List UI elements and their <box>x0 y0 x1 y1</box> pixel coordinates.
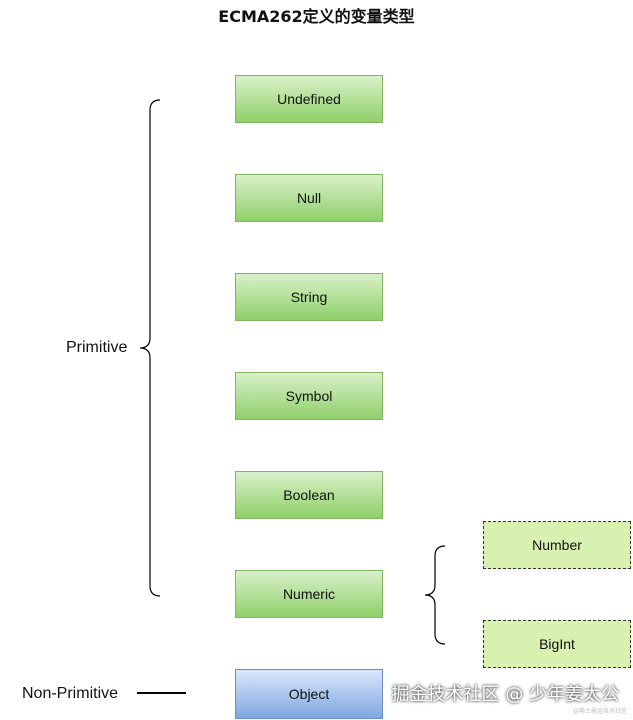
non-primitive-label: Non-Primitive <box>22 685 119 702</box>
subtype-box-bigint: BigInt <box>483 620 631 668</box>
primitive-brace <box>139 99 161 597</box>
type-box-object: Object <box>235 669 383 719</box>
type-box-string: String <box>235 273 383 321</box>
type-box-undefined: Undefined <box>235 75 383 123</box>
diagram-title: ECMA262定义的变量类型 <box>218 7 415 26</box>
type-box-boolean: Boolean <box>235 471 383 519</box>
subtype-box-number: Number <box>483 521 631 569</box>
primitive-label: Primitive <box>66 339 128 356</box>
numeric-brace <box>424 545 446 645</box>
watermark-subtext: @稀土掘金技术社区 <box>572 709 627 715</box>
type-box-symbol: Symbol <box>235 372 383 420</box>
type-box-null: Null <box>235 174 383 222</box>
watermark-text: 掘金技术社区 @ 少年姜太公 <box>391 684 619 705</box>
type-box-numeric: Numeric <box>235 570 383 618</box>
